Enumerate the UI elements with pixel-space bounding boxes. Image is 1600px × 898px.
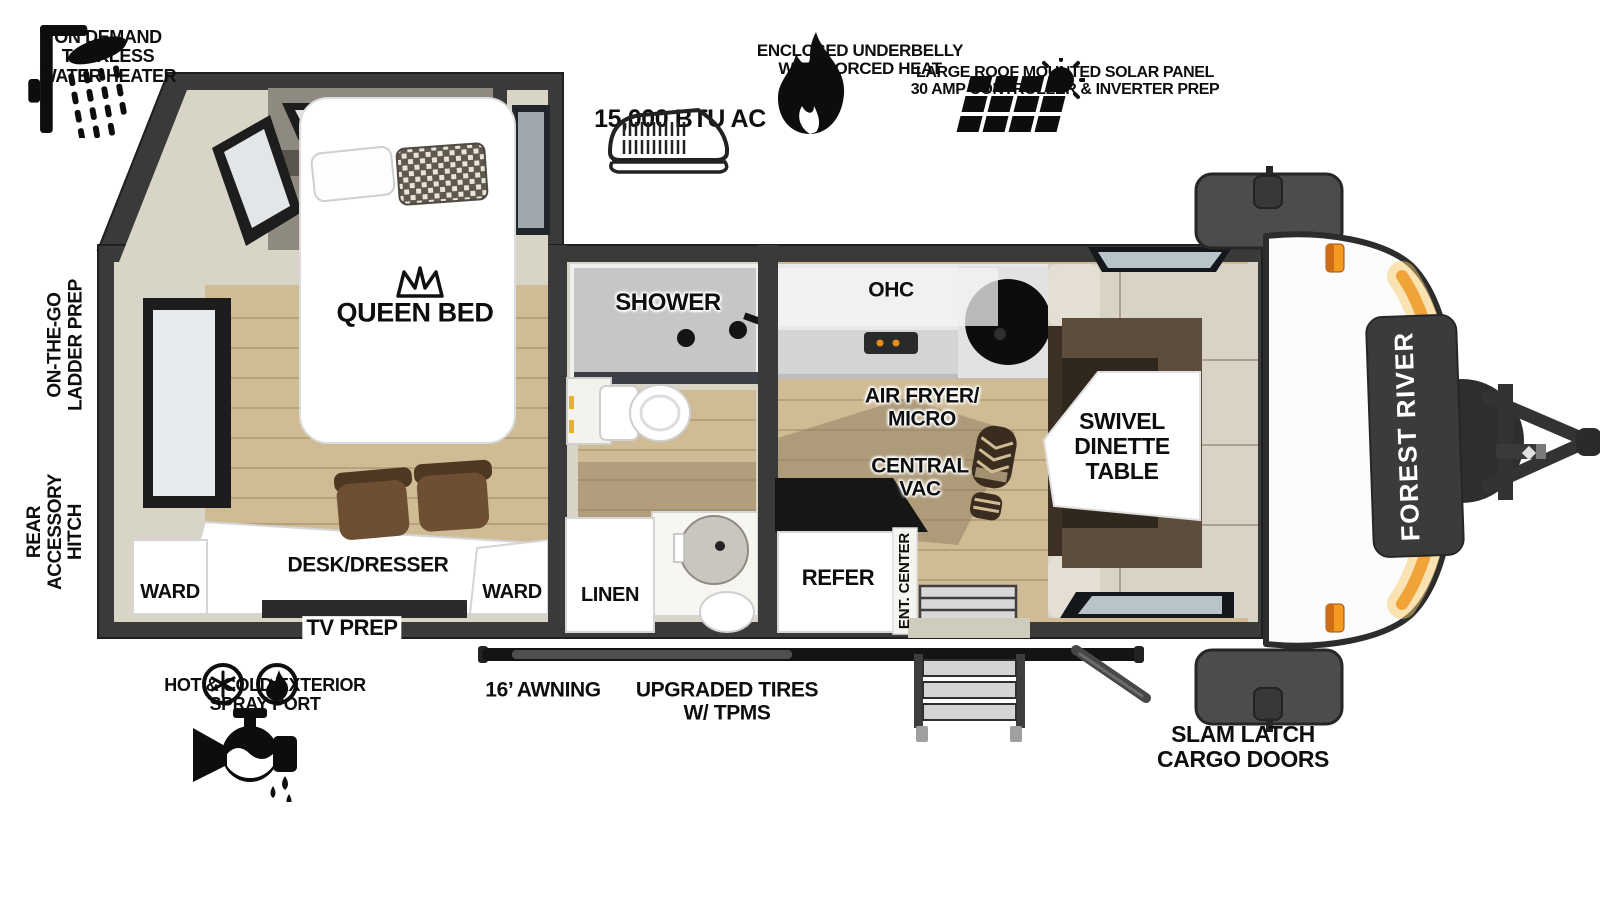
sofa-backrest [1062,528,1202,568]
wardrobe-left [132,539,208,615]
hot-cold-faucet-icon [193,663,298,802]
awning-end [1134,646,1144,663]
cargo-doors-label: SLAM LATCH CARGO DOORS [1157,721,1329,772]
kitchen-sink-drain [994,328,1006,340]
rooftop-ac-icon [607,107,729,174]
refrigerator [777,531,897,633]
toilet-seat [639,394,681,432]
feature-spray-port: HOT & COLD EXTERIOR SPRAY PORT [164,662,366,802]
marker-light [1325,243,1345,273]
feature-underbelly: ENCLOSED UNDERBELLY WITH FORCED HEAT [757,32,963,134]
counter-edge [778,374,1064,379]
cushion-seams [1119,264,1258,618]
crown-icon [396,266,444,298]
shower-drain [677,329,695,347]
shower-door [574,372,758,384]
feature-water-heater: ON DEMAND TANKLESS WATER HEATER [18,20,198,138]
bolster-pillow [395,142,489,206]
brand-logo-text: FOREST RIVER [1388,331,1425,542]
cooktop [864,332,918,354]
solar-panel-icon [956,58,1085,132]
bedroom-side-window-glass [153,310,215,496]
grab-handle-highlight [1078,652,1144,698]
shower-label: SHOWER [615,289,721,317]
sofa-armrest [1048,264,1100,326]
water-drops [270,776,292,802]
dinette-label: SWIVEL DINETTE TABLE [1074,407,1170,484]
cargo-latch-stem [1266,718,1273,732]
dinette-table [1042,371,1201,522]
desk-chair [413,459,493,532]
bath-sink [679,515,749,585]
ohc-glass [778,268,998,326]
feature-solar: LARGE ROOF MOUNTED SOLAR PANEL 30 AMP CO… [911,58,1220,132]
ohc-label: OHC [868,278,914,302]
bath-kitchen-wall [758,245,778,622]
bedroom-bath-wall [548,245,567,622]
pillow [310,145,396,203]
shower-head-icon [28,25,127,138]
awning-label: 16’ AWNING [485,678,601,702]
slide-window-glass [224,129,290,228]
boot-print-icon [969,425,1017,521]
marker-light [1325,603,1345,633]
bath-faucet [673,533,685,563]
burner-knob [876,339,884,347]
entry-steps-interior [918,584,1018,624]
toilet [629,384,691,442]
flame-small-icon [266,670,289,701]
rear-hitch-label: REAR ACCESSORY HITCH [24,473,87,591]
burner-knob [892,339,900,347]
shower-arm [743,312,761,325]
flame-icon [778,32,845,134]
refer-label: REFER [801,565,875,591]
feature-ac: 15,000 BTU AC [594,100,766,174]
tongue-hitch [1481,384,1600,500]
cargo-latch [1253,687,1283,721]
desk-chair [333,467,413,540]
front-skylight-top-glass [1098,252,1222,268]
desk-dresser-label: DESK/DRESSER [287,553,449,577]
cabinet-handle [569,396,574,409]
tv-prep-mount [262,600,467,618]
ent-center-counter [775,478,928,532]
toilet-base [699,591,755,633]
central-vac-label: CENTRAL VAC [871,454,969,500]
ent-center-label: ENT. CENTER [895,532,913,630]
entry-doorway [908,618,1030,638]
queen-bed-label: QUEEN BED [336,297,494,328]
tv-prep-label: TV PREP [302,616,402,640]
snowflake-icon [210,670,236,698]
brand-badge: FOREST RIVER [1365,314,1465,558]
shower-head [729,321,747,339]
awning-highlight [512,650,792,659]
entry-steps-exterior [914,654,1025,742]
cabinet-handle [569,420,574,433]
cargo-latch [1253,175,1283,209]
coupler [1576,428,1600,456]
nook-window-glass [518,112,544,228]
ward-left-label: WARD [140,581,200,604]
air-fryer-label: AIR FRYER/ MICRO [864,384,980,430]
ward-right-label: WARD [482,581,542,604]
cargo-latch-stem [1266,166,1273,180]
shower-pan [570,264,760,380]
ladder-prep-label: ON-THE-GO LADDER PREP [44,279,86,411]
ent-center-face [892,527,918,635]
linen-cabinet [565,517,655,633]
front-skylight-bottom-glass [1078,596,1222,614]
tires-label: UPGRADED TIRES W/ TPMS [635,678,819,724]
sink-drain [715,541,725,551]
linen-label: LINEN [580,584,640,607]
